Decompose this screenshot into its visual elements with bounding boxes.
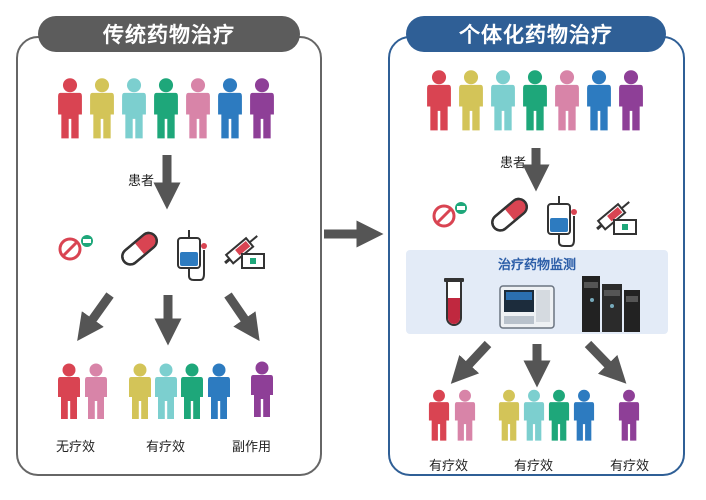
patient-figure-purple: [250, 78, 274, 139]
analyzer-icon: [499, 285, 555, 329]
patient-figure-yellow: [459, 70, 483, 131]
effective-patient-green: [181, 363, 203, 419]
right-patient-group: [427, 70, 643, 131]
patient-figure-green: [523, 70, 547, 131]
effective-patient-cyan: [155, 363, 177, 419]
personalized-therapy-title: 个体化药物治疗: [406, 16, 666, 52]
patient-figure-cyan: [122, 78, 146, 139]
patient-figure-blue: [218, 78, 242, 139]
effective-patient-blue: [573, 389, 595, 441]
effective-patient-purple: [618, 389, 640, 441]
left-outcome-no-effect: 无疗效: [56, 440, 96, 455]
syringe-icon: [224, 235, 265, 269]
pill-tablet-icon: [432, 202, 467, 228]
left-outcome-effective: 有疗效: [146, 440, 186, 455]
right-outcome-groups: [428, 389, 640, 441]
patient-figure-green: [154, 78, 178, 139]
patient-figure-pink: [555, 70, 579, 131]
right-outcome-3: 有疗效: [610, 459, 650, 474]
side-effect-patient-purple: [251, 361, 273, 417]
lab-instrument-icon: [582, 276, 640, 332]
traditional-therapy-title: 传统药物治疗: [38, 16, 300, 52]
test-tube-icon: [444, 278, 464, 326]
patient-figure-cyan: [491, 70, 515, 131]
effective-patient-cyan: [523, 389, 545, 441]
drug-monitoring-label: 治疗药物监测: [497, 258, 576, 273]
right-arrow-down-left: [450, 340, 492, 384]
patient-figure-pink: [186, 78, 210, 139]
left-arrow-down-left: [77, 292, 114, 341]
flow-arrows: [77, 148, 627, 388]
pill-tablet-icon: [58, 235, 93, 261]
right-patient-label: 患者: [500, 156, 527, 171]
capsule-icon: [121, 231, 158, 266]
patient-figure-yellow: [90, 78, 114, 139]
no-effect-patient-red: [58, 363, 80, 419]
left-patient-label: 患者: [128, 174, 155, 189]
effective-patient-pink: [454, 389, 476, 441]
right-outcome-1: 有疗效: [429, 459, 469, 474]
left-arrow-down-right: [224, 292, 260, 342]
no-effect-patient-pink: [85, 363, 107, 419]
effective-patient-red: [428, 389, 450, 441]
left-patient-group: [58, 78, 274, 139]
effective-patient-blue: [208, 363, 230, 419]
iv-drip-icon: [177, 230, 207, 281]
iv-drip-icon: [547, 196, 577, 247]
patient-figure-blue: [587, 70, 611, 131]
right-arrow-down-right: [584, 340, 627, 384]
left-outcome-groups: [58, 361, 273, 419]
capsule-icon: [491, 197, 528, 232]
left-outcome-side-effect: 副作用: [232, 440, 272, 455]
syringe-icon: [596, 201, 637, 235]
right-outcome-2: 有疗效: [514, 459, 554, 474]
patient-figure-red: [58, 78, 82, 139]
effective-patient-yellow: [129, 363, 151, 419]
patient-figure-purple: [619, 70, 643, 131]
effective-patient-yellow: [498, 389, 520, 441]
effective-patient-green: [548, 389, 570, 441]
patient-figure-red: [427, 70, 451, 131]
